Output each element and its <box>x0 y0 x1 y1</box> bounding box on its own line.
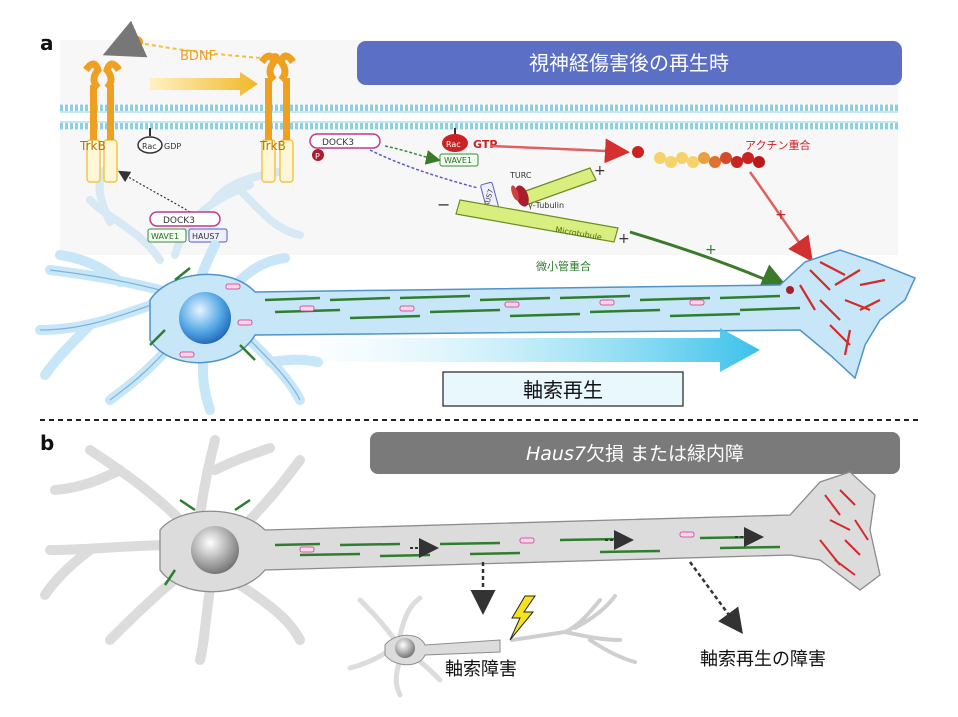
trkb-left-label: TrkB <box>79 139 106 153</box>
trkb-receptor-left <box>83 60 122 183</box>
bdnf-binding-dotted <box>144 43 263 59</box>
mt-minus-label: − <box>437 195 450 214</box>
growth-cone-actin-a <box>799 261 886 356</box>
nucleus-b <box>191 526 239 574</box>
rac-gdp-label: Rac <box>142 142 157 151</box>
gtp-label: GTP <box>473 138 497 151</box>
arrow-to-regen-failure <box>688 561 743 635</box>
rac-to-actin-arrow <box>489 138 630 164</box>
actin-filament <box>654 152 765 168</box>
injured-neuron <box>347 594 637 698</box>
mt-upper-plus: + <box>594 163 606 179</box>
phospho-marker <box>312 149 324 161</box>
panel-a-banner-text: 視神経傷害後の再生時 <box>529 51 729 75</box>
gdp-label: GDP <box>164 142 181 151</box>
turc-label: TURC <box>509 171 532 180</box>
regeneration-arrow <box>320 328 760 372</box>
microtubule-lower <box>455 199 619 243</box>
dock3-to-wave1-arrow <box>384 145 441 165</box>
regen-label-box <box>442 371 684 407</box>
rac-gtp <box>442 134 468 152</box>
cargo-vesicles-a <box>179 283 705 358</box>
dock3-top <box>309 133 381 149</box>
mt-polymerization-label: 微小管重合 <box>536 259 591 273</box>
mt-plus-label: + <box>705 242 717 258</box>
wave1-soma <box>147 228 187 243</box>
panel-b-banner <box>370 432 900 474</box>
panel-b-banner-gene: Haus7 <box>526 443 586 465</box>
bdnf-bound <box>270 53 280 63</box>
dock3-top-label: DOCK3 <box>322 138 354 148</box>
panel-a-letter: a <box>40 31 54 55</box>
haus7-soma <box>188 228 228 243</box>
bdnf-release-arrow <box>102 20 148 58</box>
cell-membrane <box>60 104 898 130</box>
actin-to-growthcone-arrow <box>748 171 813 263</box>
stalled-transport-arrows <box>410 527 764 558</box>
neuron-a <box>35 240 917 415</box>
actin-monomer <box>632 146 644 158</box>
dock3-to-haus7-arrow <box>369 149 479 189</box>
bdnf-ligand <box>131 36 143 48</box>
regen-label: 軸索再生 <box>523 378 603 402</box>
gamma-tubulin-label: γ-Tubulin <box>528 201 564 210</box>
neuron-b <box>40 435 881 665</box>
trkb-right-label: TrkB <box>259 139 286 153</box>
actin-polymerization-label: アクチン重合 <box>745 138 810 152</box>
axon-microtubules-a <box>149 267 801 361</box>
haus7-soma-label: HAUS7 <box>192 232 220 241</box>
bdnf-label: BDNF <box>180 49 216 64</box>
panel-b-banner-text: Haus7欠損 または緑内障 <box>526 443 744 465</box>
lightning-icon <box>509 595 536 641</box>
wave1-soma-label: WAVE1 <box>151 232 179 241</box>
nucleus-a <box>179 292 231 344</box>
rac-gtp-label: Rac <box>446 140 461 149</box>
wave1-top-label: WAVE1 <box>444 156 472 165</box>
dock3-soma <box>149 211 221 227</box>
regen-failure-label: 軸索再生の障害 <box>700 649 826 670</box>
mt-to-growthcone-arrow <box>629 230 791 292</box>
phospho-label: P <box>315 152 320 161</box>
panel-b-letter: b <box>40 431 54 455</box>
rac-gdp <box>137 136 163 154</box>
gamma-turc-complex <box>511 185 529 207</box>
cargo-vesicles-b <box>299 531 695 553</box>
panel-a-banner <box>357 41 902 85</box>
actin-plus-label: + <box>775 207 787 223</box>
axon-injury-label: 軸索障害 <box>445 659 517 680</box>
dock3-soma-label: DOCK3 <box>163 216 195 226</box>
panel-b-banner-rest: 欠損 または緑内障 <box>586 443 744 465</box>
growth-cone-actin-b <box>819 489 869 576</box>
growth-cone-rac <box>786 286 794 294</box>
bdnf-activation-arrow <box>150 72 258 96</box>
mt-lower-plus: + <box>618 231 630 247</box>
